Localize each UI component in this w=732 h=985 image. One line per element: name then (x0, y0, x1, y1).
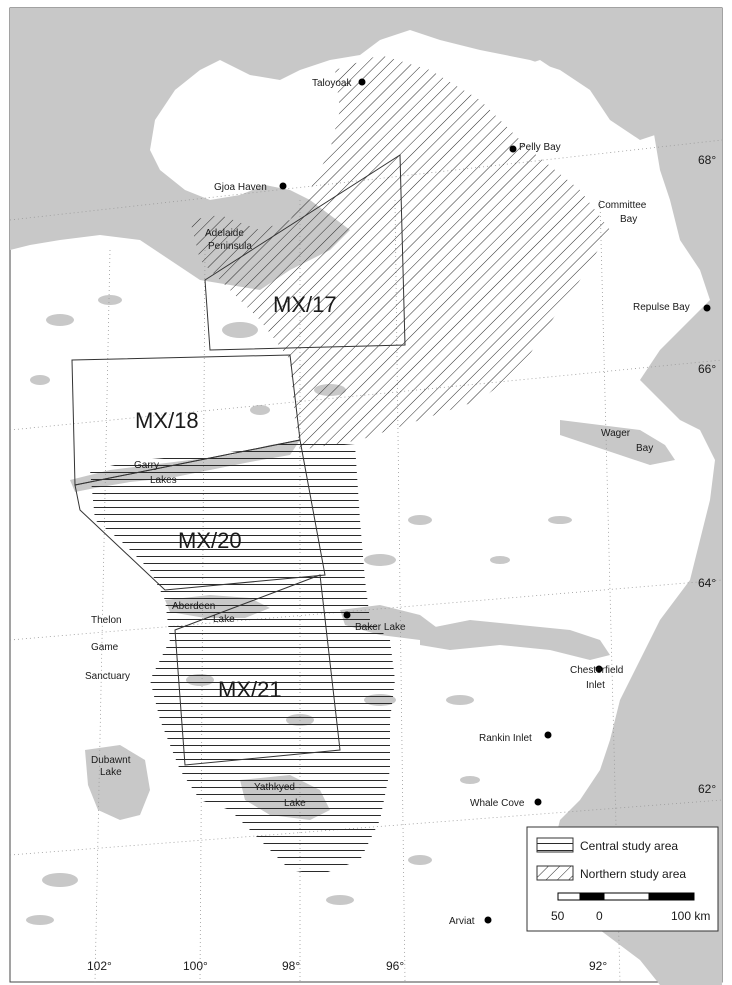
label-wager: Wager (601, 428, 631, 439)
central-study-area (90, 440, 395, 875)
label-garry: Garry (134, 460, 159, 471)
marker-repulse-bay (703, 304, 711, 312)
label-thelon: Thelon (91, 615, 122, 626)
label-dubawnt-lake: Lake (100, 767, 122, 778)
label-repulse-bay: Repulse Bay (633, 302, 690, 313)
scale-label-100: 100 km (671, 909, 710, 923)
marker-chesterfield (595, 665, 603, 673)
label-rankin-inlet: Rankin Inlet (479, 733, 532, 744)
label-aberdeen: Aberdeen (172, 601, 215, 612)
label-lat-64: 64° (698, 576, 716, 590)
legend-central-label: Central study area (580, 839, 678, 853)
label-mx21: MX/21 (218, 677, 282, 702)
northern-study-area (190, 55, 610, 450)
legend-northern-swatch (536, 865, 574, 881)
label-lat-66: 66° (698, 362, 716, 376)
scale-bar (557, 892, 695, 901)
label-adelaide: Adelaide (205, 228, 244, 239)
latitude-labels: 68° 66° 64° 62° (698, 153, 716, 796)
label-committee: Committee (598, 200, 647, 211)
label-mx20: MX/20 (178, 528, 242, 553)
label-lat-62: 62° (698, 782, 716, 796)
label-aberdeen-lake: Lake (213, 614, 235, 625)
label-lon-92: 92° (589, 959, 607, 973)
marker-rankin-inlet (544, 731, 552, 739)
label-lakes: Lakes (150, 475, 177, 486)
label-mx18: MX/18 (135, 408, 199, 433)
label-whale-cove: Whale Cove (470, 798, 525, 809)
settlement-markers (279, 78, 711, 924)
label-game: Game (91, 642, 119, 653)
label-pelly-bay: Pelly Bay (519, 142, 561, 153)
sheet-mx17-outline (204, 154, 406, 351)
marker-pelly-bay (509, 145, 517, 153)
label-mx17: MX/17 (273, 292, 337, 317)
islands (175, 60, 660, 250)
scale-label-50: 50 (551, 909, 565, 923)
map-sheet-outlines (71, 154, 406, 766)
marker-baker-lake (343, 611, 351, 619)
label-yathkyed: Yathkyed (254, 782, 295, 793)
marker-whale-cove (534, 798, 542, 806)
label-committee-bay: Bay (620, 214, 637, 225)
longitude-labels: 102° 100° 98° 96° 92° (87, 959, 607, 973)
marker-arviat (484, 916, 492, 924)
marker-taloyoak (358, 78, 366, 86)
legend-northern-label: Northern study area (580, 867, 686, 881)
label-inlet: Inlet (586, 680, 605, 691)
legend-central-swatch (536, 837, 574, 853)
label-wager-bay: Bay (636, 443, 653, 454)
place-labels: Taloyoak Pelly Bay Gjoa Haven Adelaide P… (85, 78, 690, 927)
sheet-mx21-outline (174, 574, 341, 766)
scale-label-0: 0 (596, 909, 603, 923)
label-lon-100: 100° (183, 959, 208, 973)
label-dubawnt: Dubawnt (91, 755, 131, 766)
label-taloyoak: Taloyoak (312, 78, 352, 89)
label-lon-98: 98° (282, 959, 300, 973)
label-gjoa-haven: Gjoa Haven (214, 182, 267, 193)
map-sheet-labels: MX/17 MX/18 MX/20 MX/21 (135, 292, 337, 702)
label-yathkyed-lake: Lake (284, 798, 306, 809)
label-lat-68: 68° (698, 153, 716, 167)
label-sanctuary: Sanctuary (85, 671, 130, 682)
label-arviat: Arviat (449, 916, 475, 927)
label-peninsula: Peninsula (208, 241, 252, 252)
label-chesterfield: Chesterfield (570, 665, 623, 676)
graticule (9, 139, 723, 983)
marker-gjoa-haven (279, 182, 287, 190)
sheet-mx20-outline (74, 439, 326, 591)
label-baker-lake: Baker Lake (355, 622, 406, 633)
label-lon-96: 96° (386, 959, 404, 973)
legend: Central study area Northern study area 5… (526, 826, 719, 932)
label-lon-102: 102° (87, 959, 112, 973)
